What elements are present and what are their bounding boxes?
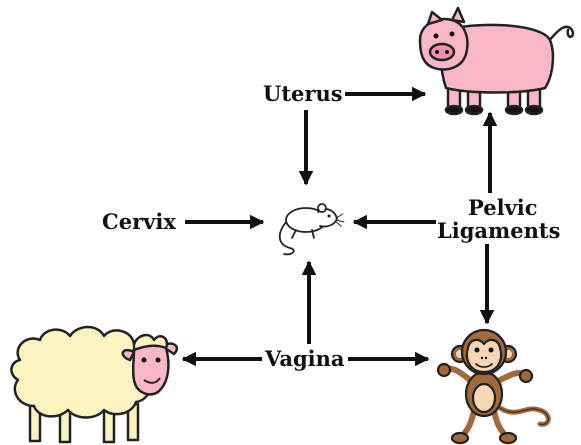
mouse-icon bbox=[280, 204, 344, 254]
label-pelvic-line1: Pelvic bbox=[468, 195, 538, 220]
sheep-icon bbox=[11, 327, 176, 442]
label-pelvic-line2: Ligaments bbox=[437, 218, 560, 243]
monkey-icon bbox=[438, 330, 548, 443]
label-cervix: Cervix bbox=[102, 209, 176, 234]
label-vagina: Vagina bbox=[264, 346, 345, 371]
label-uterus: Uterus bbox=[263, 81, 343, 106]
pig-icon bbox=[420, 8, 573, 114]
